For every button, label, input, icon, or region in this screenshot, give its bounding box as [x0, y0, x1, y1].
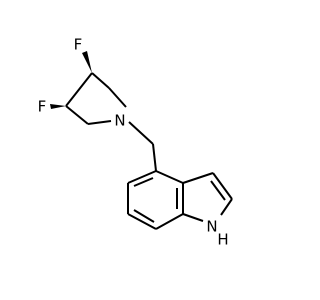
bond-c6-c7 [127, 213, 157, 230]
pyrrolidine-nitrogen-label: N [114, 112, 125, 130]
fluorine-lower-label: F [38, 98, 47, 116]
indole-nitrogen-label: N [206, 218, 217, 236]
bond-n-ch2 [128, 121, 154, 145]
bond-c4-c5 [65, 105, 89, 125]
bond-c3-c4 [65, 72, 93, 107]
bond-ch2-c4indole [152, 143, 157, 172]
double-bond-c3-c2-inner [210, 180, 226, 201]
double-bond-c6-c7-inner [133, 209, 155, 223]
wedge-bond-c3-f [82, 51, 92, 73]
bond-c7-c7a [155, 213, 184, 230]
indole-ring [127, 170, 233, 230]
methylene-linker [128, 121, 157, 172]
bond-c4-c5 [127, 170, 157, 184]
atom-labels: F F N N H [38, 36, 229, 249]
wedge-bond-c4-f [50, 104, 66, 109]
double-bond-c4-c5-inner [133, 177, 154, 187]
indole-hydrogen-label: H [217, 231, 228, 249]
bond-c2-n1 [220, 198, 233, 216]
molecule-diagram: F F N N H [38, 36, 233, 249]
pyrrolidine-ring [50, 51, 127, 125]
bond-c3a-c3 [182, 172, 214, 184]
bond-c3-c2 [91, 72, 110, 89]
bond-c5-n [87, 120, 112, 125]
bond-n1-c7a [182, 213, 204, 222]
bond-c3a-c4 [155, 170, 184, 184]
bond-c2-n [108, 87, 127, 108]
bond-c3-c2 [212, 172, 233, 200]
fluorine-upper-label: F [74, 36, 83, 54]
